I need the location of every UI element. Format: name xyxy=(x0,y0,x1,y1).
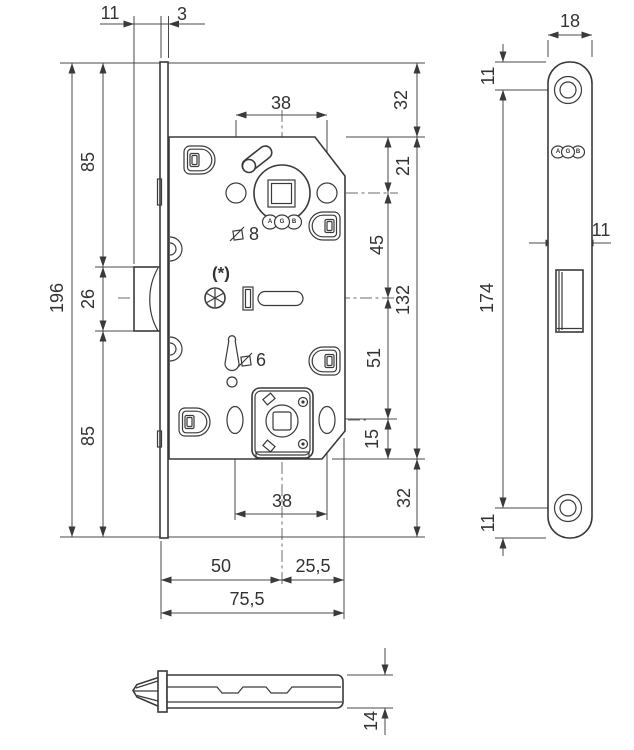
latch-bolt-front xyxy=(133,266,162,332)
spring-clip-lower xyxy=(169,336,183,362)
latch-bolt-side xyxy=(555,269,584,333)
dim-132: 132 xyxy=(393,285,413,315)
dim-15: 15 xyxy=(362,429,382,449)
screw-post-lower-left xyxy=(178,407,211,437)
dim-32-bottom: 32 xyxy=(394,488,414,508)
dim-85-upper: 85 xyxy=(78,152,98,172)
dim-51: 51 xyxy=(364,348,384,368)
brand-letter-g2: G xyxy=(566,149,571,155)
note-star: (*) xyxy=(212,264,230,283)
spring-slot xyxy=(224,335,240,372)
dim-holes-spacing-top: 38 xyxy=(271,93,291,113)
dim-plate-thickness: 3 xyxy=(177,4,187,24)
square-symbol-8 xyxy=(229,226,245,242)
dim-11-top: 11 xyxy=(478,67,498,86)
faceplate-lug-bottom xyxy=(156,430,163,448)
spindle-follower xyxy=(253,164,311,222)
latch-bolt-face-curve xyxy=(149,267,159,332)
latch-bottom-view: 14 xyxy=(132,648,393,735)
screw-post-mid-right xyxy=(308,211,341,241)
dim-14-thickness: 14 xyxy=(361,711,381,731)
dim-21: 21 xyxy=(393,156,413,176)
dim-18-width: 18 xyxy=(560,11,580,31)
screw-hole-top xyxy=(553,75,583,105)
dim-32-top: 32 xyxy=(391,90,411,110)
square-symbol-6 xyxy=(237,352,253,368)
faceplate-section xyxy=(157,670,168,713)
dim-11-latch: 11 xyxy=(592,220,611,240)
dim-174: 174 xyxy=(477,283,497,313)
dim-50-backset: 50 xyxy=(211,556,231,576)
dimension-lines-front xyxy=(68,20,421,617)
dimension-labels-front: 11 3 38 85 196 26 85 32 21 45 132 51 15 … xyxy=(47,3,414,609)
agb-logo-front: A G B xyxy=(261,214,303,230)
follower-pin xyxy=(242,286,304,311)
dimension-labels-side: 18 11 174 11 11 xyxy=(477,11,610,532)
front-view: A G B xyxy=(47,3,425,619)
handle-hole-right xyxy=(316,182,338,204)
dim-25-5: 25,5 xyxy=(295,556,330,576)
screw-post-top-left xyxy=(183,145,216,175)
dim-85-lower: 85 xyxy=(78,426,98,446)
dim-spindle-square: 8 xyxy=(249,224,259,244)
small-hole xyxy=(226,376,238,388)
agb-logo-side: A G B xyxy=(550,145,586,159)
brand-letter-a2: A xyxy=(556,149,561,155)
spring-clip-upper xyxy=(169,236,183,262)
faceplate-front xyxy=(159,61,169,539)
dim-75-5: 75,5 xyxy=(229,589,264,609)
handle-hole-left xyxy=(225,182,247,204)
brand-letter-g: G xyxy=(280,219,285,225)
screw-post-lower-right xyxy=(308,346,341,376)
dim-196-total: 196 xyxy=(47,283,67,313)
dim-38-bottom: 38 xyxy=(272,491,292,511)
latch-body-side xyxy=(166,674,344,709)
brand-letter-b: B xyxy=(292,219,297,225)
wc-follower-plate xyxy=(251,387,314,459)
faceplate-lug-top xyxy=(156,178,163,206)
reversing-screw xyxy=(204,287,226,309)
dim-11-bottom: 11 xyxy=(478,514,498,533)
dim-26-latch: 26 xyxy=(78,289,98,309)
dim-45: 45 xyxy=(367,235,387,255)
oval-hole-left xyxy=(226,405,244,435)
brand-letter-b2: B xyxy=(576,149,581,155)
brand-letter-a: A xyxy=(268,219,273,225)
oval-hole-right xyxy=(318,405,336,435)
lock-body-outline xyxy=(168,136,346,460)
spring-lever xyxy=(241,145,273,174)
dim-plate-offset: 11 xyxy=(101,3,120,23)
screw-hole-bottom xyxy=(553,493,583,523)
side-view: A G B 18 11 174 11 11 xyxy=(477,11,611,556)
dim-wc-square: 6 xyxy=(256,350,266,370)
